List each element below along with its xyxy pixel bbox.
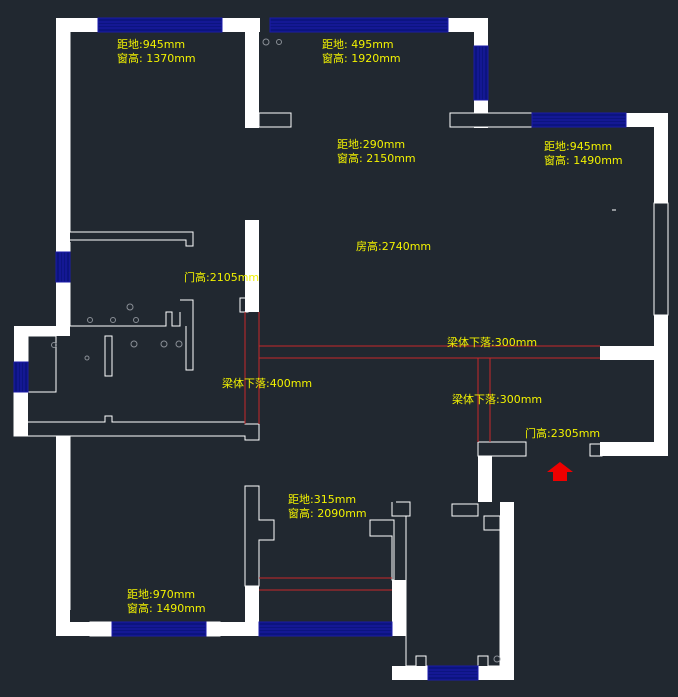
door-left-label: 门高:2105mm [184, 271, 260, 284]
entry-arrow-icon [547, 462, 573, 481]
sill-height: 距地:970mm [127, 588, 196, 601]
sill-height: 距地:945mm [544, 140, 613, 153]
sill-height: 距地:945mm [117, 38, 186, 51]
beam-left-label: 梁体下落:400mm [222, 377, 313, 390]
window-bottom-label: 距地:970mm 窗高: 1490mm [127, 588, 206, 616]
beam-lines [244, 312, 600, 591]
window-height: 窗高: 1490mm [127, 602, 206, 615]
window-living-label: 距地:290mm 窗高: 2150mm [337, 138, 416, 166]
beam-top-label: 梁体下落:300mm [447, 336, 538, 349]
window-height: 窗高: 1920mm [322, 52, 401, 65]
fixture-icons [51, 38, 501, 663]
sill-height: 距地:315mm [288, 493, 357, 506]
beam-right-label: 梁体下落:300mm [452, 393, 543, 406]
window-height: 窗高: 1370mm [117, 52, 196, 65]
window-top-left-label: 距地:945mm 窗高: 1370mm [117, 38, 196, 66]
window-height: 窗高: 2150mm [337, 152, 416, 165]
window-kitchen-label: 距地:315mm 窗高: 2090mm [288, 493, 367, 521]
window-height: 窗高: 2090mm [288, 507, 367, 520]
sill-height: 距地: 495mm [322, 38, 394, 51]
window-right-label: 距地:945mm 窗高: 1490mm [544, 140, 623, 168]
windows [13, 17, 669, 681]
room-height-label: 房高:2740mm [356, 240, 432, 253]
door-entry-label: 门高:2305mm [525, 427, 601, 440]
walls [14, 18, 668, 680]
sill-height: 距地:290mm [337, 138, 406, 151]
window-height: 窗高: 1490mm [544, 154, 623, 167]
window-top-mid-label: 距地: 495mm 窗高: 1920mm [322, 38, 401, 66]
